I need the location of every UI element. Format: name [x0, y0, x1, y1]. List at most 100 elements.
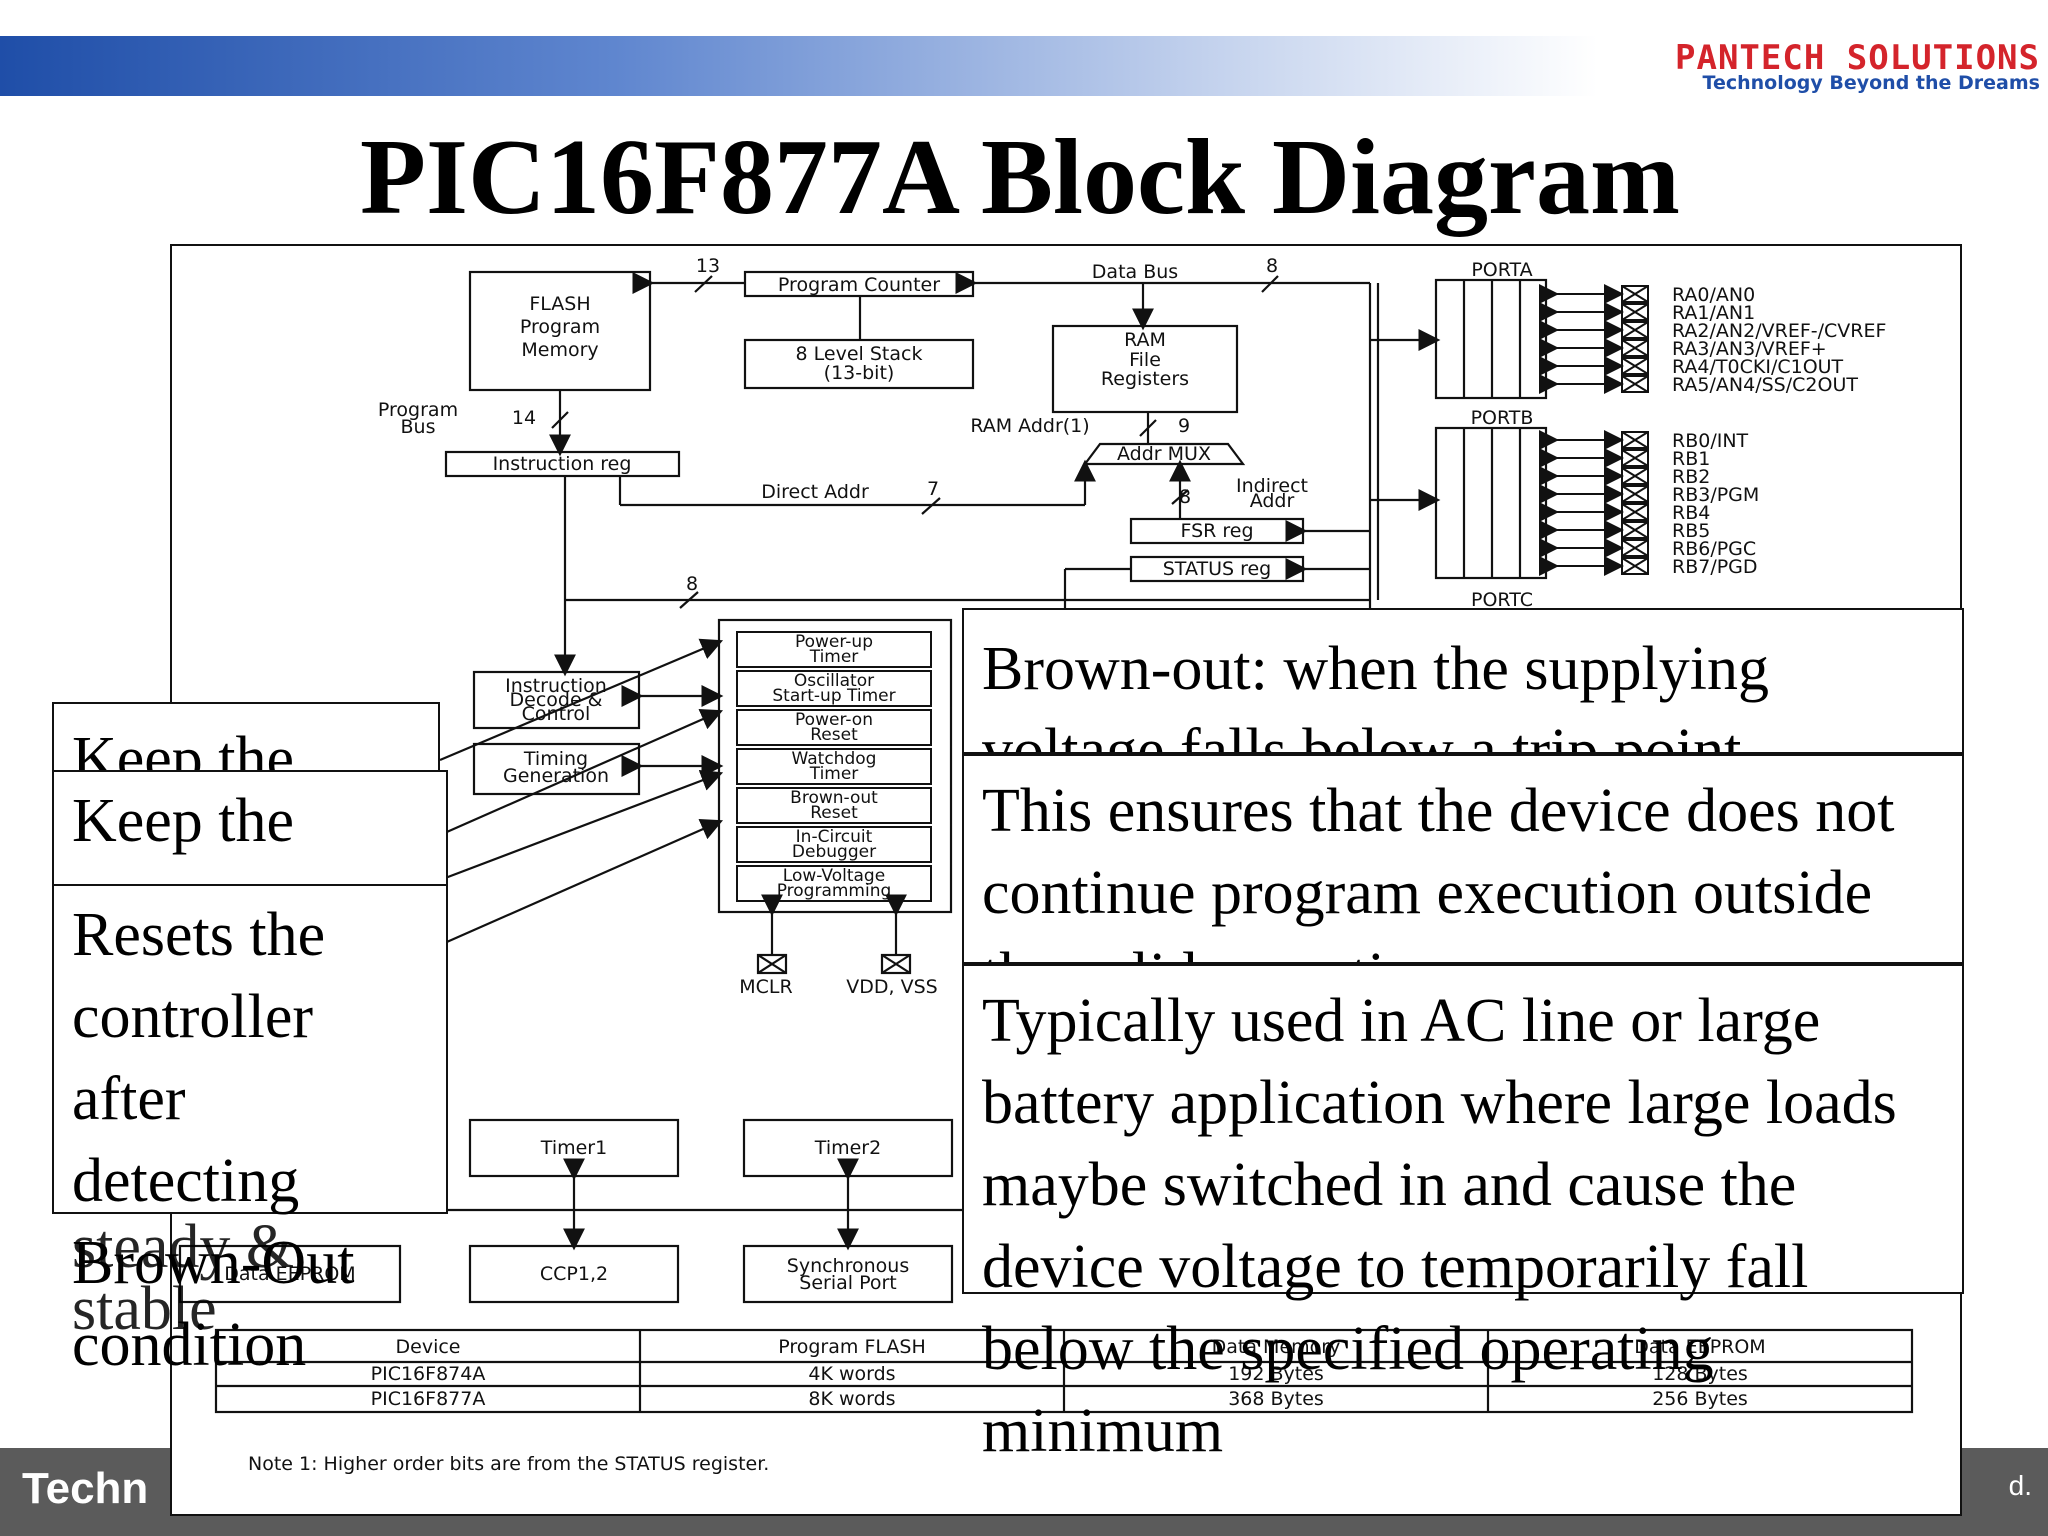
- portb-pin-pad: [1621, 449, 1649, 467]
- decode-label-3: Control: [522, 703, 591, 725]
- table-cell: 368 Bytes: [1228, 1388, 1324, 1410]
- bus-width-14: 14: [512, 407, 536, 429]
- program-bus-label-2: Bus: [401, 416, 436, 438]
- porta-pin-label: RA0/AN0: [1672, 284, 1755, 306]
- reset-block-label: Low-Voltage: [783, 866, 885, 886]
- portb-pin-cross: [1621, 503, 1649, 521]
- indirect-addr-label-1: Indirect: [1236, 475, 1308, 497]
- portb-pin-cross: [1621, 539, 1649, 557]
- portb-pin-cross: [1621, 467, 1649, 485]
- reset-block-label: Start-up Timer: [772, 686, 895, 706]
- reset-block-5: [736, 826, 932, 863]
- status-reg-label: STATUS reg: [1163, 558, 1271, 580]
- data-eeprom-block: [178, 1244, 402, 1304]
- bus-width-8a: 8: [1266, 255, 1278, 277]
- porta-pin-cross: [1621, 321, 1649, 339]
- portb-label: PORTB: [1471, 407, 1534, 429]
- slide-title: PIC16F877A Block Diagram: [360, 118, 1680, 237]
- reset-block-label: Reset: [810, 803, 858, 823]
- stack-label-1: 8 Level Stack: [796, 343, 923, 365]
- table-cell: PIC16F874A: [371, 1363, 486, 1385]
- data-bus-label: Data Bus: [1092, 261, 1178, 283]
- portb-pin-pad: [1621, 431, 1649, 449]
- ccp-label: CCP1,2: [540, 1263, 608, 1285]
- reset-block-label: Programming: [777, 881, 892, 901]
- porta-pin-label: RA1/AN1: [1672, 302, 1755, 324]
- ram-label-3: Registers: [1101, 368, 1189, 390]
- portb-pin-label: RB3/PGM: [1672, 484, 1759, 506]
- reset-block-label: In-Circuit: [796, 827, 873, 847]
- portb-pin-label: RB0/INT: [1672, 430, 1749, 452]
- reset-block-label: Watchdog: [792, 749, 877, 769]
- header-gradient-bar: [0, 36, 2048, 96]
- callout-execution-range-text: This ensures that the device does not co…: [982, 777, 1895, 962]
- portb-pin-pad: [1621, 557, 1649, 575]
- reset-block-label: Reset: [810, 725, 858, 745]
- program-counter-label: Program Counter: [778, 274, 940, 296]
- stack-label-2: (13-bit): [824, 362, 895, 384]
- portb-pin-label: RB7/PGD: [1672, 556, 1758, 578]
- reset-block-6: [736, 865, 932, 902]
- callout-overflow-text: steady & stable: [72, 1213, 295, 1343]
- callout-brown-out-reset: Resets the controller after detecting Br…: [52, 884, 448, 1379]
- decode-label-1: Instruction: [505, 675, 607, 697]
- callout-ac-line-usage-text: Typically used in AC line or large batte…: [982, 987, 1897, 1465]
- porta-pin-pad: [1621, 285, 1649, 303]
- fsr-reg-label: FSR reg: [1180, 520, 1253, 542]
- portb-pin-cross: [1621, 449, 1649, 467]
- footer-text: Techn: [22, 1464, 149, 1513]
- ssp-label-2: Serial Port: [799, 1272, 896, 1294]
- porta-pin-cross: [1621, 357, 1649, 375]
- reset-block-label: Power-up: [795, 632, 873, 652]
- porta-pin-label: RA4/T0CKI/C1OUT: [1672, 356, 1844, 378]
- reset-block-label: Debugger: [792, 842, 876, 862]
- porta-pin-pad: [1621, 357, 1649, 375]
- logo-name: PANTECH SOLUTIONS: [1675, 38, 2040, 78]
- reset-block-label: Timer: [809, 764, 859, 784]
- bus-width-7: 7: [927, 478, 939, 500]
- callout-brown-out-definition-text: Brown-out: when the supplying voltage fa…: [982, 635, 1769, 754]
- reset-block-label: Oscillator: [794, 671, 874, 691]
- porta-pin-pad: [1621, 303, 1649, 321]
- porta-pin-pad: [1621, 375, 1649, 393]
- porta-pin-cross: [1621, 375, 1649, 393]
- ssp-label-1: Synchronous: [787, 1255, 909, 1277]
- program-bus-label-1: Program: [378, 399, 458, 421]
- portb-pin-pad: [1621, 521, 1649, 539]
- bus-width-8c: 8: [686, 573, 698, 595]
- ram-label-2: File: [1129, 349, 1161, 371]
- table-cell: 192 Bytes: [1228, 1363, 1324, 1385]
- table-cell: PIC16F877A: [371, 1388, 486, 1410]
- porta-pin-pad: [1621, 339, 1649, 357]
- callout-keep-the-2: Keep the: [52, 770, 448, 886]
- portb-pin-pad: [1621, 467, 1649, 485]
- logo-tagline: Technology Beyond the Dreams: [1702, 72, 2040, 94]
- callout-brown-out-definition: Brown-out: when the supplying voltage fa…: [962, 608, 1964, 754]
- portb-pin-label: RB2: [1672, 466, 1710, 488]
- portb-pin-label: RB4: [1672, 502, 1710, 524]
- porta-pin-label: RA3/AN3/VREF+: [1672, 338, 1827, 360]
- portb-pin-label: RB1: [1672, 448, 1710, 470]
- portb-pin-cross: [1621, 431, 1649, 449]
- indirect-addr-label-2: Addr: [1250, 490, 1295, 512]
- reset-block-1: [736, 670, 932, 707]
- portb-pin-pad: [1621, 503, 1649, 521]
- table-header-flash: Program FLASH: [778, 1336, 926, 1358]
- callout-keep-the-2-text: Keep the: [72, 787, 295, 855]
- bus-width-9: 9: [1178, 415, 1190, 437]
- reset-block-4: [736, 787, 932, 824]
- direct-addr-label: Direct Addr: [761, 481, 869, 503]
- timing-label-2: Generation: [503, 765, 609, 787]
- portb-pin-cross: [1621, 521, 1649, 539]
- table-cell: 8K words: [808, 1388, 895, 1410]
- flash-label-1: FLASH: [529, 293, 590, 315]
- callout-execution-range: This ensures that the device does not co…: [962, 754, 1964, 964]
- porta-label: PORTA: [1471, 259, 1532, 281]
- portb-pin-cross: [1621, 485, 1649, 503]
- decode-label-2: Decode &: [510, 689, 603, 711]
- vdd-vss-label: VDD, VSS: [846, 976, 937, 998]
- timing-label-1: Timing: [523, 748, 588, 770]
- portc-label: PORTC: [1471, 589, 1533, 611]
- table-header-eeprom: Data EEPROM: [1634, 1336, 1765, 1358]
